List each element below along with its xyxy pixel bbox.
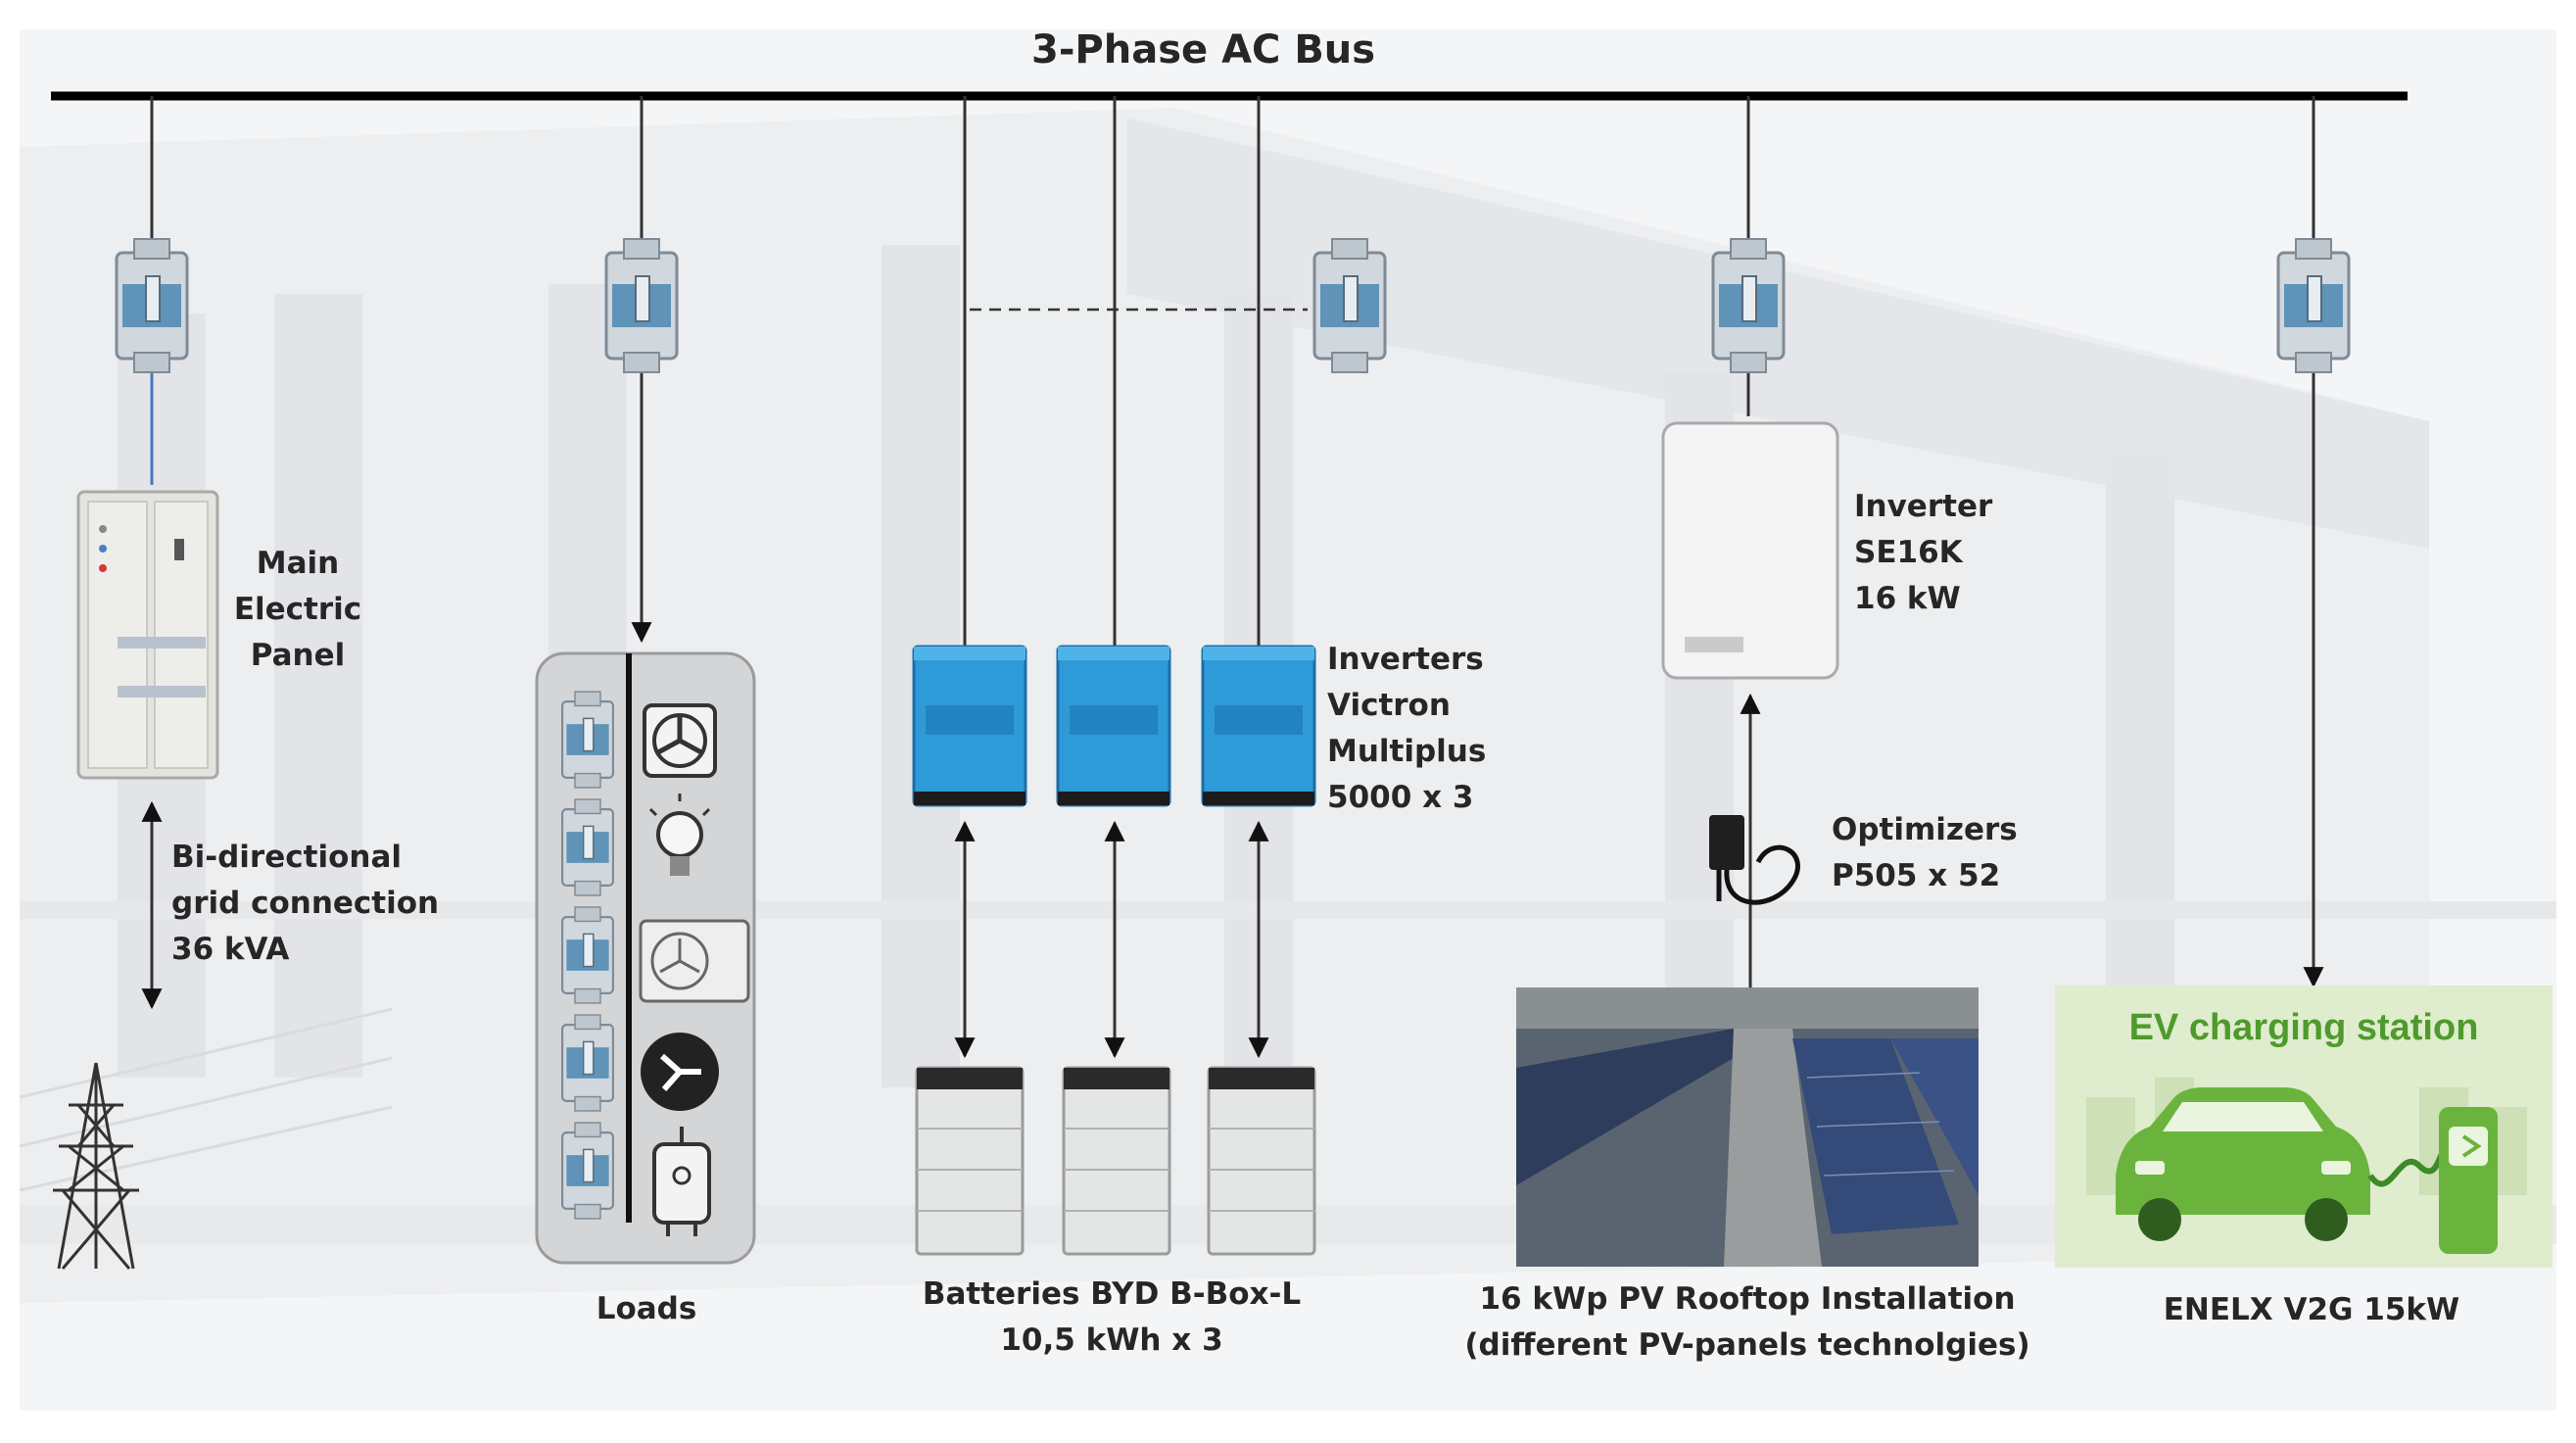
optimizers-label: Optimizers P505 x 52: [1832, 812, 2018, 893]
power-plug-icon: [641, 1033, 719, 1111]
air-conditioner-icon: [639, 919, 750, 1003]
victron-inverter-icon: [1056, 645, 1171, 807]
batteries-label: Batteries BYD B-Box-L 10,5 kWh x 3: [922, 1276, 1302, 1358]
victron-inverter-icon: [912, 645, 1027, 807]
transmission-tower-icon: [53, 1062, 139, 1270]
ev-charger-label: ENELX V2G 15kW: [2163, 1292, 2460, 1327]
pv-installation-label: 16 kWp PV Rooftop Installation (differen…: [1464, 1281, 2030, 1363]
electric-car-icon: [2116, 1087, 2370, 1241]
ac-bus-title: 3-Phase AC Bus: [1031, 27, 1376, 72]
breaker-storage-icon: [1312, 237, 1387, 374]
bus-connection-lines: [141, 96, 2324, 1059]
solaredge-inverter-icon: [1661, 421, 1839, 680]
loads-label: Loads: [596, 1291, 697, 1326]
breaker-grid-icon: [115, 237, 189, 374]
pv-inverter-label: Inverter SE16K 16 kW: [1854, 489, 1993, 616]
byd-battery-icon: [1207, 1066, 1316, 1256]
loads-board: [535, 651, 756, 1265]
main-electric-panel-icon: [76, 490, 219, 780]
grid-connection-label: Bi-directional grid connection 36 kVA: [171, 840, 440, 967]
byd-battery-icon: [915, 1066, 1025, 1256]
fan-icon: [643, 703, 717, 778]
water-heater-icon: [652, 1127, 711, 1236]
breaker-loads-icon: [604, 237, 679, 374]
breaker-pv-icon: [1711, 237, 1786, 374]
ev-charging-station-panel: [2055, 986, 2552, 1268]
main-panel-label: Main Electric Panel: [233, 546, 362, 673]
light-bulb-icon: [648, 794, 711, 876]
charger-icon: [2439, 1107, 2498, 1254]
victron-inverter-icon: [1201, 645, 1316, 807]
pv-rooftop-photo: [1516, 987, 1979, 1267]
optimizer-icon: [1709, 815, 1800, 905]
ev-banner-title: EV charging station: [2128, 1007, 2479, 1048]
victron-inverters-label: Inverters Victron Multiplus 5000 x 3: [1327, 642, 1487, 815]
byd-battery-icon: [1062, 1066, 1171, 1256]
breaker-ev-icon: [2276, 237, 2351, 374]
